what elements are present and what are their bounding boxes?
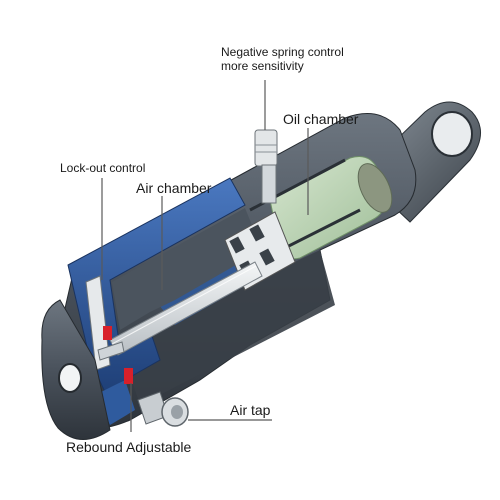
label-negative-spring: Negative spring control more sensitivity xyxy=(221,45,344,74)
lock-out-rod xyxy=(85,275,125,371)
label-negative-spring-line1: Negative spring control xyxy=(221,45,344,59)
red-seal-upper xyxy=(103,326,112,340)
air-chamber-cavity xyxy=(112,208,262,330)
bottom-mounting-eye xyxy=(41,299,111,440)
negative-spring-valve xyxy=(254,129,278,204)
air-tap-valve xyxy=(137,391,189,427)
label-air-chamber: Air chamber xyxy=(136,180,212,196)
label-rebound-adjustable: Rebound Adjustable xyxy=(66,439,192,455)
label-lock-out-control: Lock-out control xyxy=(60,161,146,175)
label-oil-chamber: Oil chamber xyxy=(283,111,359,127)
leader-lines xyxy=(101,80,309,432)
label-air-tap: Air tap xyxy=(230,402,271,418)
top-eye-hole xyxy=(431,111,473,157)
bottom-eye-hole xyxy=(58,363,82,393)
label-negative-spring-line2: more sensitivity xyxy=(221,59,304,74)
rebound-adjust-knob xyxy=(124,368,133,384)
